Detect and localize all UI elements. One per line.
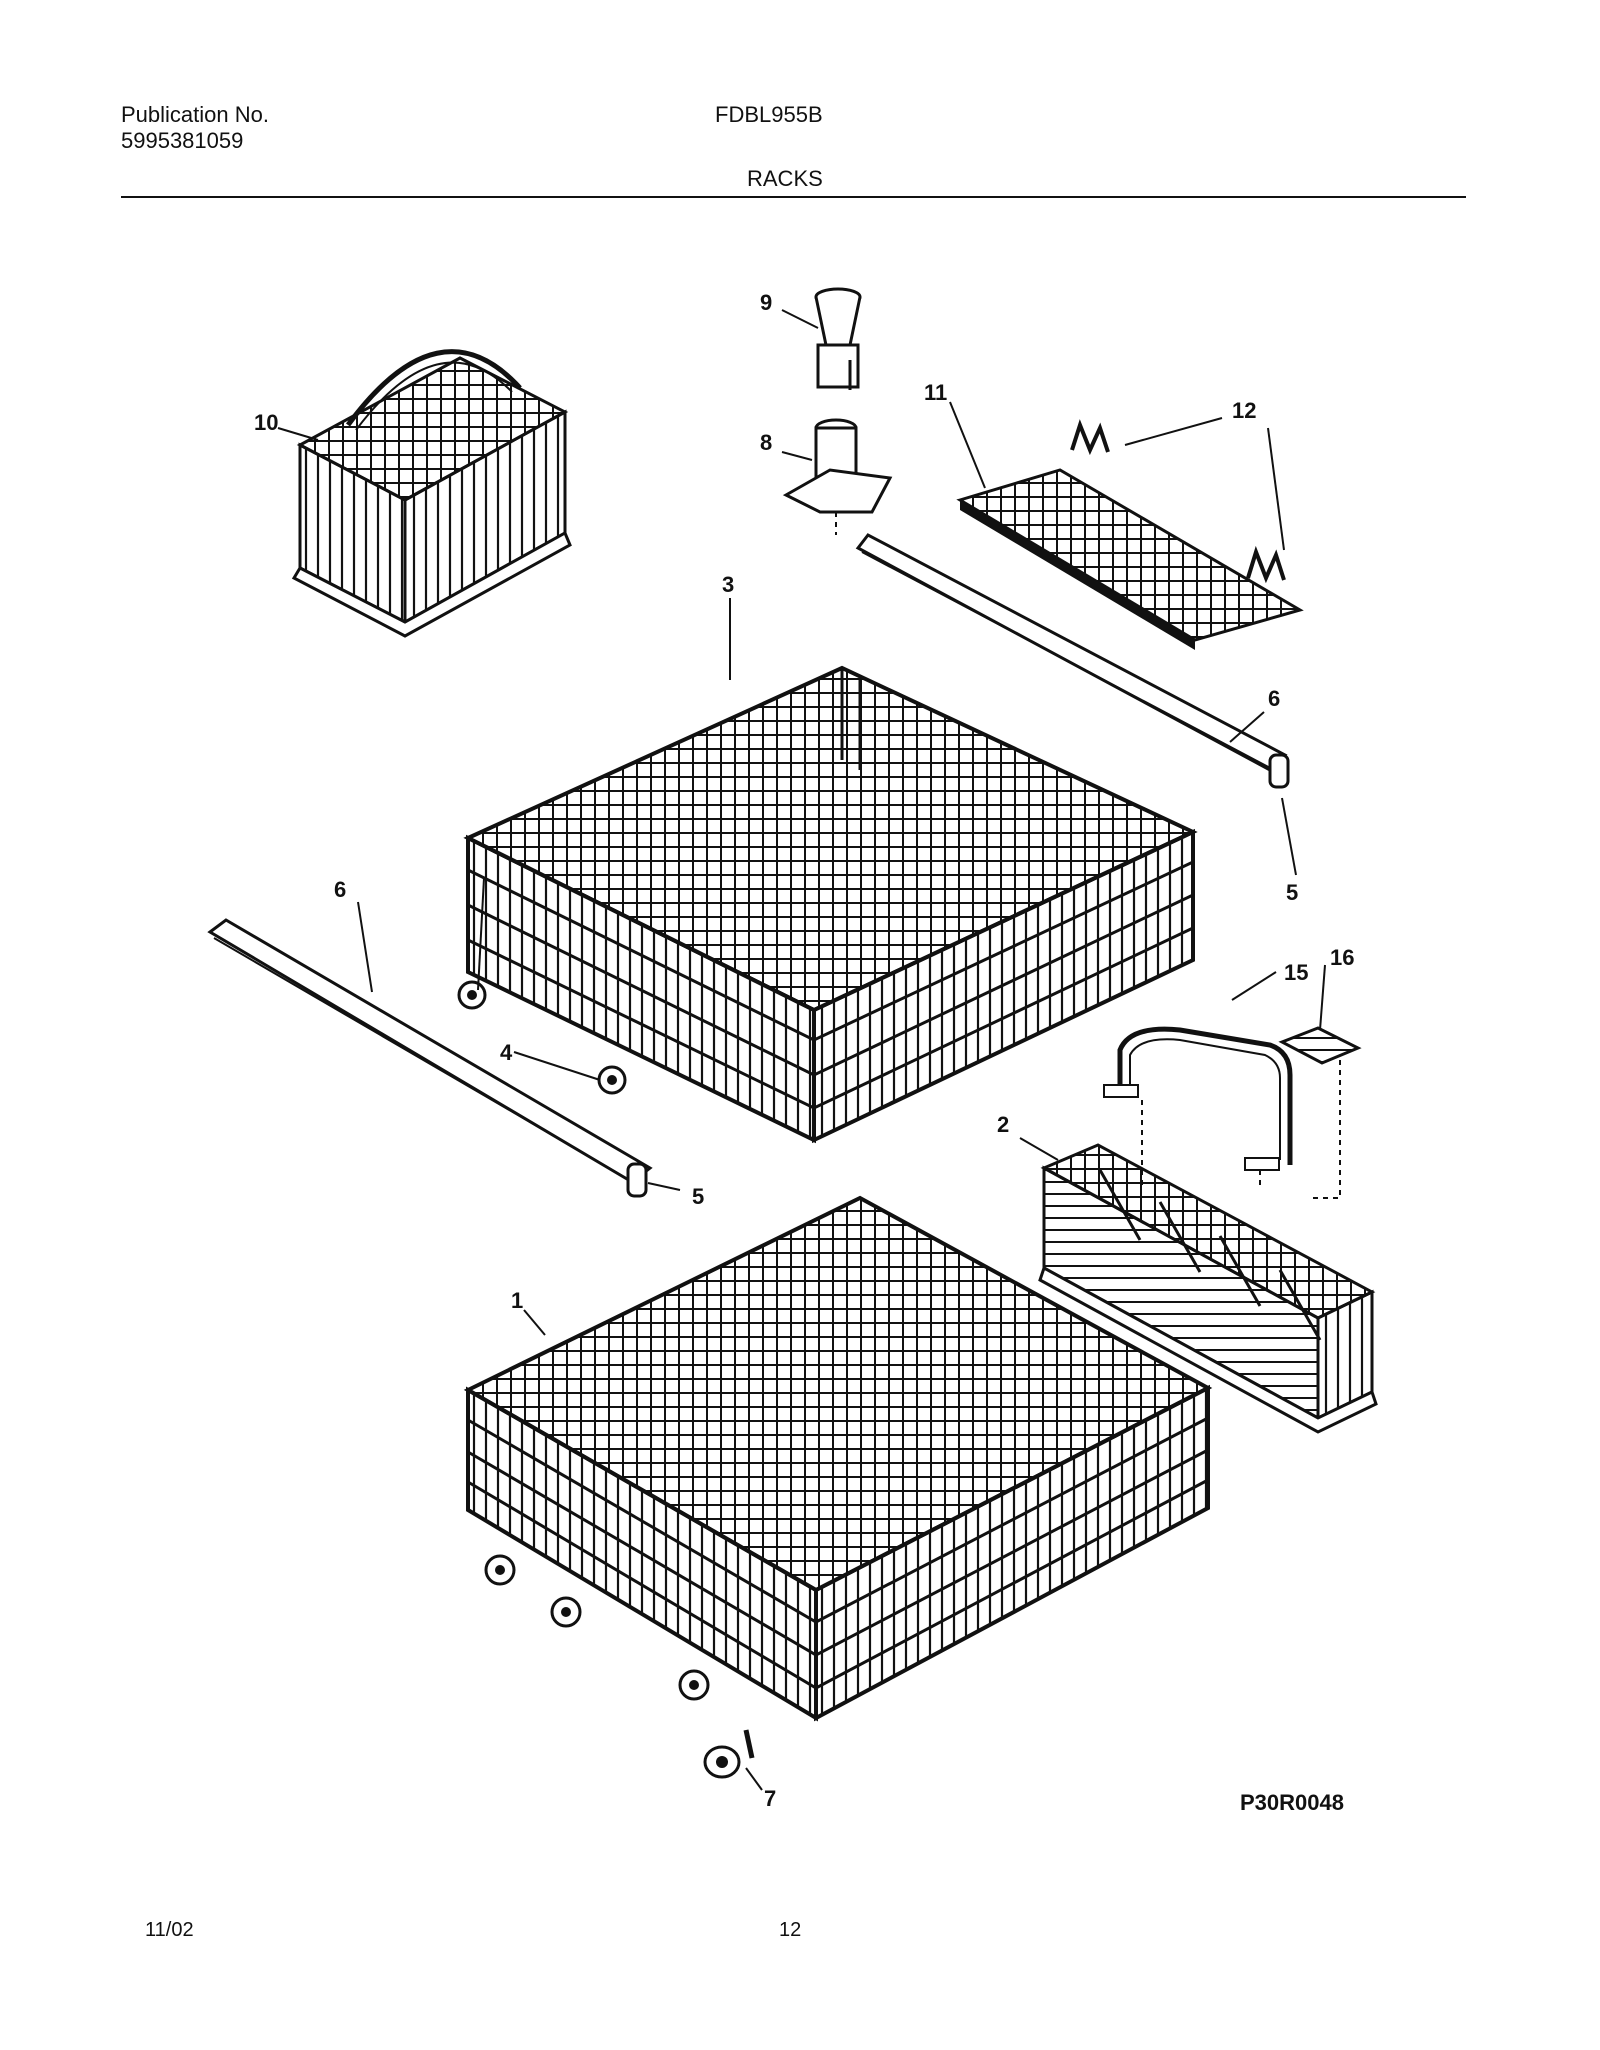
cup-shelf-part (956, 468, 1304, 650)
callout-6-upper: 6 (1268, 686, 1280, 711)
callout-16: 16 (1330, 945, 1354, 970)
basket-handle-part (1103, 1026, 1293, 1190)
publication-label: Publication No. (121, 102, 269, 127)
page-number: 12 (779, 1919, 802, 1941)
callout-2: 2 (997, 1112, 1009, 1137)
callout-3: 3 (722, 572, 734, 597)
wheel-part (703, 1729, 755, 1779)
callout-11: 11 (924, 380, 947, 405)
callout-labels: 1 2 3 4 5 5 6 6 7 8 9 10 11 12 15 16 P30… (254, 290, 1354, 1815)
spray-mount-part (782, 418, 893, 535)
callout-4: 4 (500, 1040, 513, 1065)
callout-15: 15 (1284, 960, 1308, 985)
header-divider (121, 196, 1466, 198)
silverware-basket-part (291, 349, 572, 638)
end-cap-lower-part (626, 1162, 648, 1198)
callout-1: 1 (511, 1288, 523, 1313)
callout-8: 8 (760, 430, 772, 455)
callout-9: 9 (760, 290, 772, 315)
lower-rack-part (463, 1195, 1213, 1722)
basket-cover-part (1278, 1026, 1362, 1199)
end-cap-upper-part (1268, 753, 1290, 789)
diagram-code: P30R0048 (1240, 1790, 1344, 1815)
rail-lower-part (207, 918, 653, 1198)
callout-5-upper: 5 (1286, 880, 1298, 905)
footer-date: 11/02 (145, 1919, 194, 1941)
callout-7: 7 (764, 1786, 776, 1811)
upper-rack-part (463, 665, 1198, 1144)
model-number: FDBL955B (715, 102, 823, 127)
rail-upper-part (855, 533, 1290, 789)
rack-roller-part (457, 980, 627, 1095)
section-title: RACKS (747, 166, 823, 191)
callout-6-lower: 6 (334, 877, 346, 902)
shelf-clip-part (1070, 419, 1286, 584)
nozzle-part (814, 287, 862, 390)
callout-5-lower: 5 (692, 1184, 704, 1209)
callout-10: 10 (254, 410, 278, 435)
leader-lines (277, 309, 1326, 1791)
publication-number: 5995381059 (121, 128, 244, 153)
cutlery-basket-part (1038, 1143, 1378, 1434)
callout-12: 12 (1232, 398, 1256, 423)
